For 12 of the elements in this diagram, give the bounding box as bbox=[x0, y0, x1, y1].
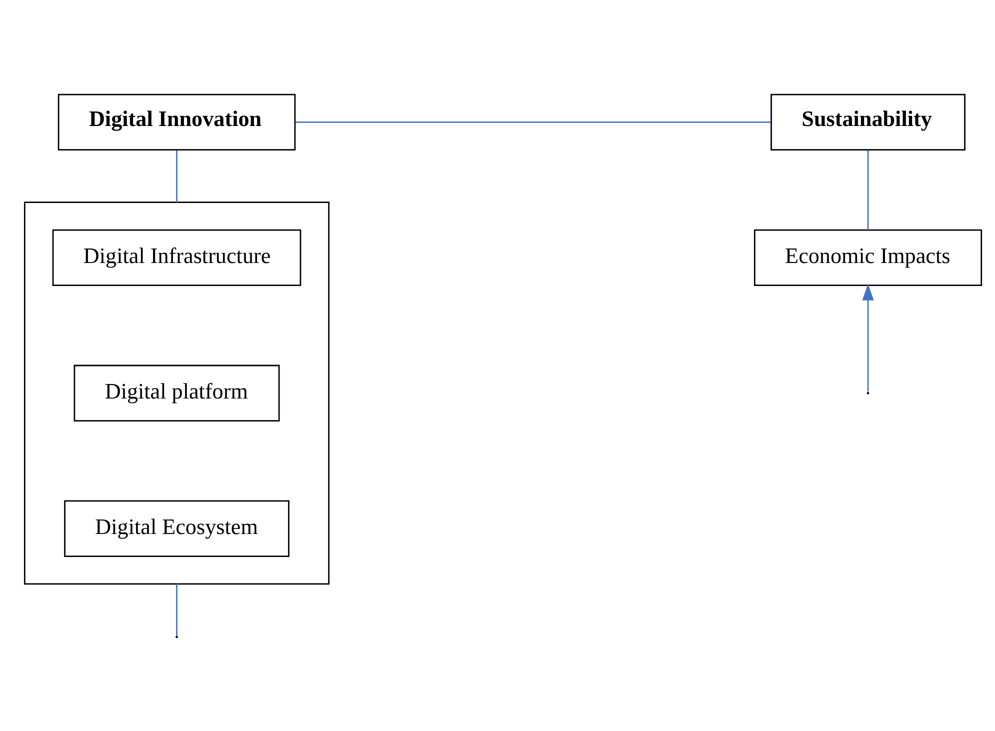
node-box: Sustainability bbox=[770, 93, 966, 150]
cluster bbox=[24, 201, 330, 584]
node-box: Digital platform bbox=[74, 364, 280, 421]
arrow bbox=[862, 283, 874, 392]
connector bbox=[296, 120, 771, 122]
node-box: Digital Infrastructure bbox=[52, 228, 302, 286]
connector bbox=[176, 583, 178, 636]
node-box: Digital Innovation bbox=[58, 93, 296, 150]
connector bbox=[176, 150, 178, 202]
node-box: Digital Ecosystem bbox=[64, 500, 290, 556]
connector bbox=[867, 150, 869, 230]
node-box: Economic Impacts bbox=[754, 228, 982, 286]
